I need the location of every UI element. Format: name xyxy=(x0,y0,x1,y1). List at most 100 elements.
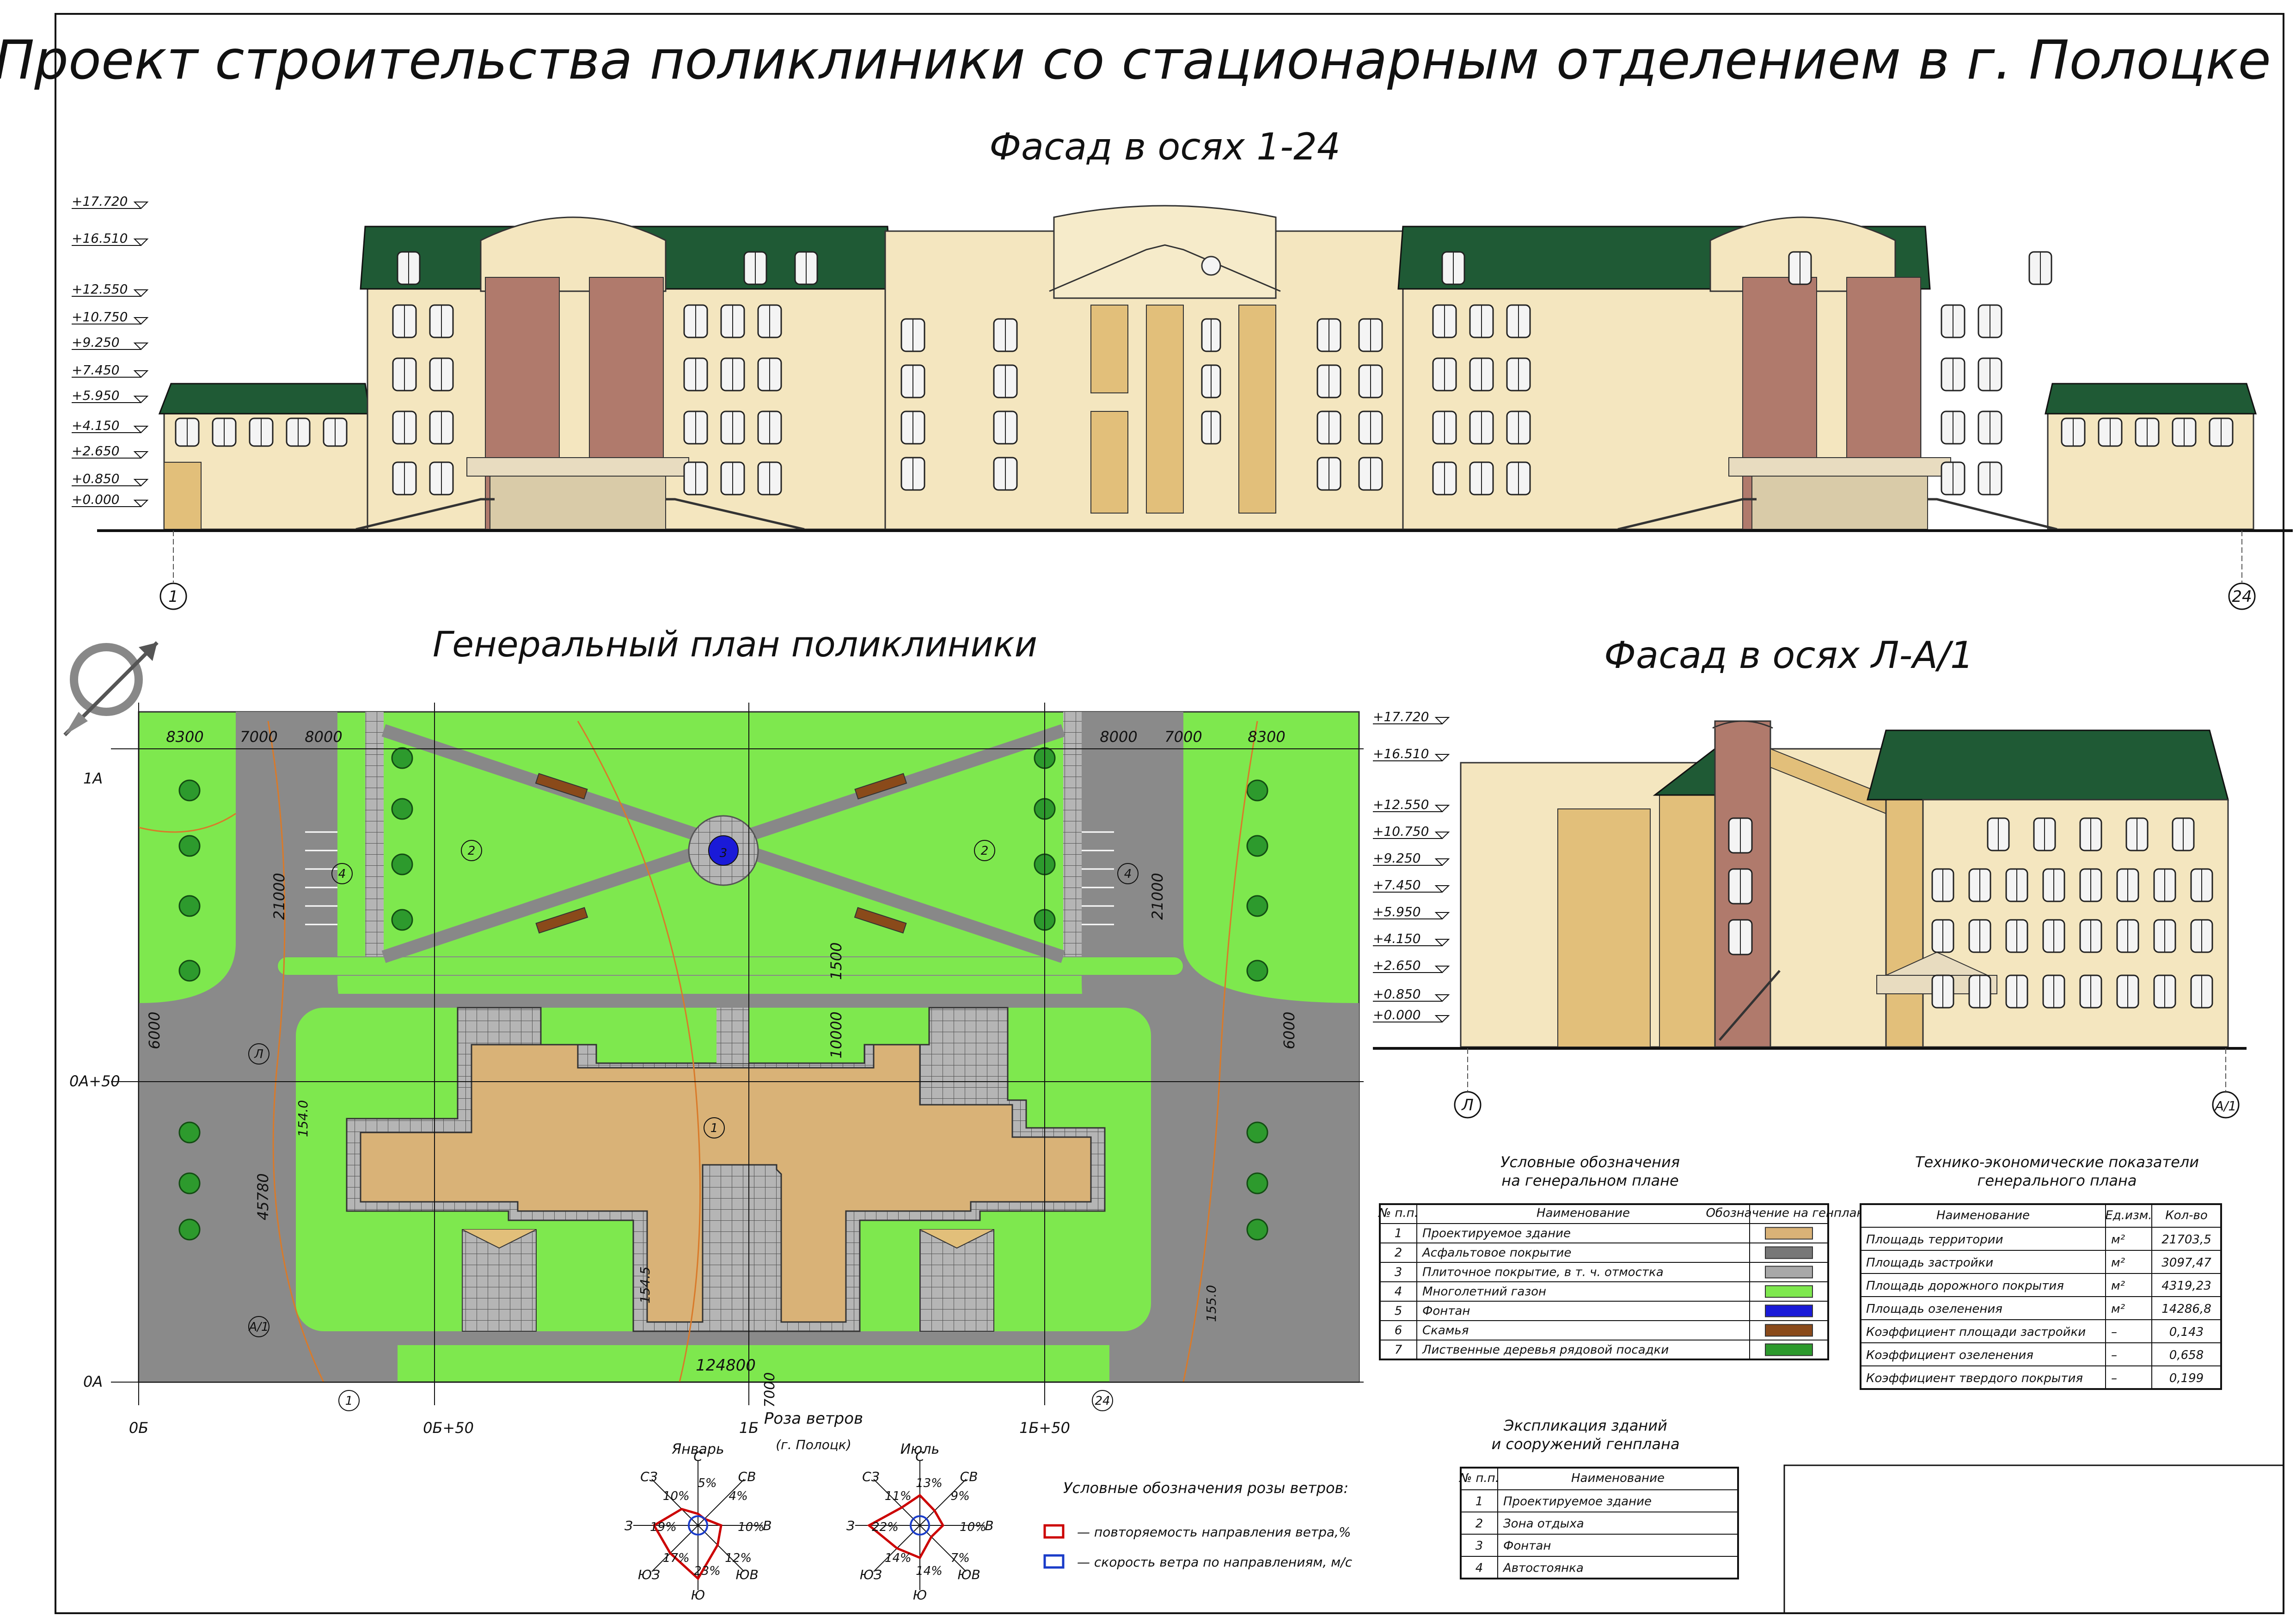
marker-axis_L: Л xyxy=(254,1047,263,1061)
rose-value-label: 13% xyxy=(916,1476,943,1490)
marker-circle xyxy=(248,1316,269,1337)
contour-label-a: 154.0 xyxy=(295,1100,311,1137)
expl-title-1: Экспликация зданий xyxy=(1503,1417,1667,1434)
elevation-label: +7.450 xyxy=(1373,877,1421,893)
rose-direction-label: З xyxy=(625,1518,633,1533)
table-head-cell: № п.п. xyxy=(1458,1471,1499,1485)
expl-title-2: и сооружений генплана xyxy=(1491,1435,1679,1453)
plan-trees xyxy=(178,747,1268,1241)
wind-legend-red-swatch xyxy=(1043,1524,1065,1539)
col-axis-1B50: 1Б+50 xyxy=(1019,1419,1070,1437)
tree-icon xyxy=(178,1172,201,1194)
elevation-marker xyxy=(133,426,149,434)
elevation-label: +12.550 xyxy=(72,282,128,297)
legend-title-1: Условные обозначения xyxy=(1500,1153,1680,1171)
rose-value-label: 22% xyxy=(872,1520,899,1534)
sheet-frame xyxy=(55,13,2284,1614)
elevation-marker xyxy=(1434,912,1450,920)
elevation-label: +9.250 xyxy=(72,335,120,350)
tree-icon xyxy=(1246,895,1268,917)
legend-swatch xyxy=(1765,1343,1813,1356)
table-cell: 14286,8 xyxy=(2161,1302,2211,1316)
rose-value-label: 9% xyxy=(951,1489,970,1503)
elevation-marker xyxy=(133,202,149,209)
table-cell: Фонтан xyxy=(1503,1539,1551,1553)
elevation-marker xyxy=(133,317,149,325)
tree-icon xyxy=(391,798,413,820)
rose-frequency-polygon xyxy=(867,1493,945,1560)
marker-circle xyxy=(461,840,482,861)
table-cell: 5 xyxy=(1395,1304,1402,1318)
table-cell: – xyxy=(2111,1348,2117,1362)
elevation-marker xyxy=(133,396,149,404)
rose-value-label: 12% xyxy=(725,1551,752,1565)
rose-value-label: 10% xyxy=(663,1489,690,1503)
marker-axis_A1: А/1 xyxy=(248,1320,269,1334)
dim-top-label: 8300 xyxy=(1248,728,1285,746)
rose-direction-label: СВ xyxy=(738,1469,756,1484)
facade-side-elevations: +17.720+16.510+12.550+10.750+9.250+7.450… xyxy=(1373,709,1450,1023)
elevation-marker xyxy=(1434,885,1450,893)
contour-label-c: 155.0 xyxy=(1204,1285,1219,1322)
sheet-title: Проект строительства поликлиники со стац… xyxy=(0,29,2271,92)
table-cell: Фонтан xyxy=(1422,1304,1470,1318)
table-head-cell: Наименование xyxy=(1537,1206,1630,1220)
rose-direction-label: ЮВ xyxy=(735,1567,758,1582)
table-cell: 2 xyxy=(1395,1246,1402,1260)
table-cell: Площадь застройки xyxy=(1866,1256,1993,1270)
facade-side-windows xyxy=(1728,817,2213,1009)
table-head-cell: Наименование xyxy=(1936,1209,2030,1223)
elevation-marker xyxy=(133,289,149,297)
contour-label-b: 154.5 xyxy=(637,1267,653,1304)
dim-parking-left: 21000 xyxy=(270,873,288,920)
table-cell: Многолетний газон xyxy=(1422,1285,1546,1298)
table-cell: Асфальтовое покрытие xyxy=(1421,1246,1571,1260)
table-cell: 3 xyxy=(1395,1265,1402,1279)
facade-main-title: Фасад в осях 1-24 xyxy=(989,125,1341,168)
facade-side-title: Фасад в осях Л-А/1 xyxy=(1604,634,1974,677)
tree-icon xyxy=(391,747,413,769)
rose-direction-label: ЮЗ xyxy=(638,1567,660,1582)
marker-fountain: 3 xyxy=(720,846,728,860)
rose-direction-label: СЗ xyxy=(640,1469,658,1484)
legend-swatch xyxy=(1765,1285,1813,1298)
row-axis-1A: 1А xyxy=(83,770,103,787)
tep-title-2: генерального плана xyxy=(1978,1172,2137,1189)
table-cell: 0,658 xyxy=(2169,1348,2204,1362)
marker-axis_1: 1 xyxy=(345,1394,353,1408)
table-cell: 0,199 xyxy=(2169,1371,2204,1385)
title-block xyxy=(1783,1464,2284,1614)
elevation-label: +12.550 xyxy=(1373,797,1429,812)
elevation-label: +4.150 xyxy=(1373,931,1421,946)
table-frame xyxy=(1460,1467,1739,1579)
marker-axis_24: 24 xyxy=(1095,1394,1110,1408)
table-cell: м² xyxy=(2111,1302,2125,1316)
tree-icon xyxy=(178,895,201,917)
tree-icon xyxy=(391,853,413,875)
facade-side-axis-right: А/1 xyxy=(2214,1098,2236,1114)
table-cell: 1 xyxy=(1395,1226,1402,1240)
table-cell: Коэффициент площади застройки xyxy=(1866,1325,2086,1339)
facade-main: Фасад в осях 1-24 +17.720 +16.510 +12.550 +… xyxy=(72,125,2293,610)
elevation-label: +9.250 xyxy=(1373,851,1421,866)
legend-table: Условные обозначения на генеральном план… xyxy=(1378,1153,1872,1360)
table-cell: 4 xyxy=(1395,1285,1402,1298)
elevation-marker xyxy=(1434,717,1450,725)
elevation-label: +16.510 xyxy=(72,231,128,246)
dim-road-right: 6000 xyxy=(1280,1012,1298,1049)
tep-title-1: Технико-экономические показатели xyxy=(1915,1153,2199,1171)
table-cell: Коэффициент озеленения xyxy=(1866,1348,2033,1362)
elevation-label: +4.150 xyxy=(72,418,120,433)
rose-month-label: Июль xyxy=(900,1441,940,1457)
table-cell: 21703,5 xyxy=(2161,1233,2211,1247)
table-head-cell: Ед.изм. xyxy=(2105,1209,2152,1223)
elevation-label: +17.720 xyxy=(72,194,128,209)
table-cell: – xyxy=(2111,1325,2117,1339)
legend-title-2: на генеральном плане xyxy=(1501,1172,1678,1189)
elevation-marker xyxy=(1434,994,1450,1002)
rose-value-label: 10% xyxy=(960,1520,986,1534)
